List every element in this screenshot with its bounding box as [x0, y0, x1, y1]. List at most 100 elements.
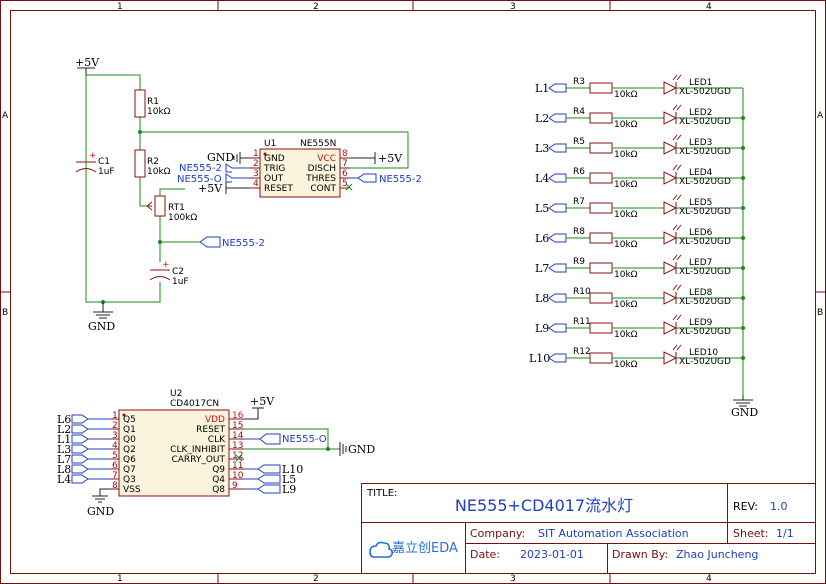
u2-net-flag	[244, 464, 281, 474]
net-flag-ne555-o-clk	[244, 433, 281, 445]
frame-col-2-bottom: 2	[313, 574, 319, 584]
u2-right-pin-name: CLK	[208, 435, 226, 445]
cloud-logo-icon	[369, 541, 393, 558]
net-label-ne555-2-rt1: NE555-2	[222, 238, 265, 249]
u1-pin3-num: 3	[253, 169, 259, 179]
u2-cd4017-chip	[118, 409, 230, 497]
u2-right-pin-num: 16	[232, 411, 244, 421]
svg-text:+: +	[162, 260, 170, 270]
u1-part: NE555N	[300, 139, 336, 149]
r1-ref: R1	[147, 97, 159, 107]
u1-pin-thres: THRES	[305, 174, 336, 184]
r2-resistor	[134, 149, 146, 178]
u2-gnd-right-label: GND	[348, 443, 375, 456]
net-flag-ne555-2-thres	[350, 173, 377, 183]
u2-net-flag	[71, 414, 110, 424]
led-resistor-value: 10kΩ	[614, 360, 638, 370]
frame-col-4-bottom: 4	[706, 574, 712, 584]
u2-net-flag	[71, 424, 110, 434]
led-part: XL-502UGD	[679, 297, 731, 307]
sheet-value: 1/1	[776, 527, 794, 540]
led-diode-icon	[663, 261, 678, 275]
frame-col-3-bottom: 3	[510, 574, 516, 584]
led-resistor	[589, 142, 613, 154]
u2-right-pin-num: 11	[232, 461, 243, 471]
u1-pin2-num: 2	[253, 159, 259, 169]
c2-value: 1uF	[172, 277, 189, 287]
led-resistor-ref: R4	[573, 107, 585, 117]
led-net-label: L10	[529, 352, 550, 365]
led-net-flag	[548, 83, 567, 93]
led-net-flag	[548, 323, 567, 333]
u2-net-label: L4	[57, 473, 71, 486]
led-part: XL-502UGD	[679, 147, 731, 157]
led-resistor-value: 10kΩ	[614, 120, 638, 130]
u2-net-flag	[244, 484, 281, 494]
u1-ne555-chip	[259, 148, 341, 198]
u2-clk-net: NE555-O	[282, 434, 327, 445]
u2-left-pin-name: VSS	[123, 485, 141, 495]
net-flag-ne555-2-rt1	[199, 236, 221, 248]
u2-left-pin-name: Q0	[123, 435, 136, 445]
led-part: XL-502UGD	[679, 87, 731, 97]
led-diode-icon	[663, 291, 678, 305]
c2-capacitor: +	[149, 260, 171, 281]
led-resistor-ref: R5	[573, 137, 585, 147]
u1-pin-disch: DISCH	[308, 164, 336, 174]
led-diode-icon	[663, 351, 678, 365]
c1-value: 1uF	[98, 167, 115, 177]
u1-pin-vcc: VCC	[317, 154, 336, 164]
date-label: Date:	[470, 548, 500, 561]
led-net-label: L6	[535, 232, 549, 245]
u2-right-pin-name: Q4	[212, 475, 225, 485]
led-net-label: L7	[535, 262, 549, 275]
led-net-label: L3	[535, 142, 549, 155]
u2-part: CD4017CN	[170, 399, 219, 409]
led-part: XL-502UGD	[679, 267, 731, 277]
drawn-by-value: Zhao Juncheng	[676, 548, 758, 561]
led-diode-icon	[663, 321, 678, 335]
eda-logo-text: 嘉立创EDA	[392, 541, 458, 556]
led-net-flag	[548, 263, 567, 273]
led-resistor-ref: R10	[573, 287, 591, 297]
u1-out-net: NE555-O	[177, 174, 222, 185]
r1-resistor	[134, 89, 146, 118]
led-ref: LED4	[689, 168, 713, 178]
net-flag-ne555-2-trig	[225, 163, 250, 173]
title-label: TITLE:	[366, 488, 397, 499]
u1-pin6-num: 6	[342, 169, 348, 179]
led-net-flag	[548, 143, 567, 153]
u2-net-label: L5	[282, 473, 296, 486]
u1-thres-net: NE555-2	[379, 174, 422, 185]
u2-right-pin-name: CLK_INHIBIT	[170, 445, 225, 455]
ground-symbol-timer	[93, 302, 113, 319]
u2-gnd-label: GND	[87, 505, 114, 518]
frame-col-3-top: 3	[510, 2, 516, 12]
led-diode-icon	[663, 201, 678, 215]
led-part: XL-502UGD	[679, 117, 731, 127]
led-resistor-ref: R11	[573, 317, 591, 327]
u2-right-pin-name: Q9	[212, 465, 225, 475]
led-resistor-ref: R3	[573, 77, 585, 87]
frame-row-b-left: B	[2, 308, 8, 318]
u2-net-label: L2	[57, 423, 71, 436]
u1-reset-vcc: +5V	[198, 182, 223, 195]
led-ref: LED1	[689, 78, 712, 88]
led-resistor	[589, 322, 613, 334]
u2-left-pin-num: 1	[112, 411, 118, 421]
led-ref: LED2	[689, 108, 712, 118]
u2-net-label: L10	[282, 463, 303, 476]
led-diode-icon	[663, 81, 678, 95]
led-net-flag	[548, 233, 567, 243]
date-value: 2023-01-01	[520, 548, 584, 561]
led-part: XL-502UGD	[679, 207, 731, 217]
led-resistor-value: 10kΩ	[614, 270, 638, 280]
u1-pin7-num: 7	[342, 159, 348, 169]
c2-ref: C2	[172, 267, 184, 277]
frame-row-a-left: A	[2, 111, 9, 121]
led-diode-icon	[663, 111, 678, 125]
u2-net-flag	[71, 474, 110, 484]
